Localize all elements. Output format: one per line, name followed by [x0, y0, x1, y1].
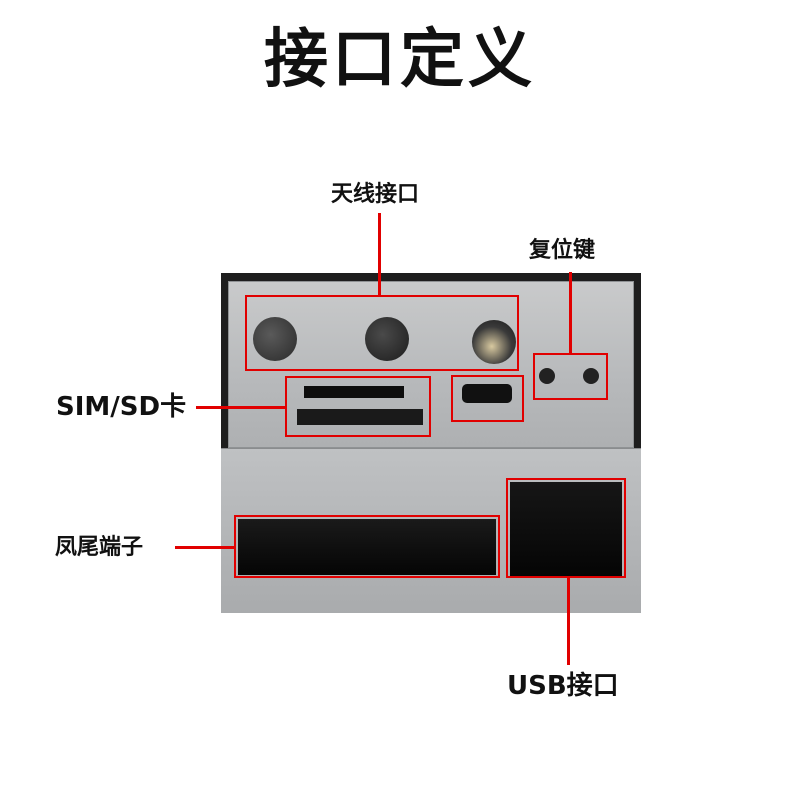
reset-label: 复位键 [529, 238, 596, 263]
phoenix-leader-line [175, 546, 234, 549]
antenna-leader-line [378, 213, 381, 295]
device-front-panel [228, 281, 634, 448]
antenna-label: 天线接口 [331, 182, 420, 207]
sim-slot [304, 386, 404, 398]
usb-label: USB接口 [507, 671, 619, 701]
antenna-port-2 [365, 317, 409, 361]
phoenix-callout-box [234, 515, 500, 578]
sd-slot [297, 409, 423, 425]
usb-callout-box [506, 478, 626, 578]
reset-leader-line [569, 272, 572, 353]
sim-sd-label: SIM/SD卡 [56, 392, 187, 422]
phoenix-label: 凤尾端子 [55, 535, 144, 560]
micro-usb-port [462, 384, 512, 403]
antenna-port-1 [253, 317, 297, 361]
page-title: 接口定义 [264, 23, 536, 97]
sim-sd-callout-box [285, 376, 431, 437]
usb-port [510, 482, 622, 576]
usb-leader-line [567, 578, 570, 665]
antenna-callout-box [245, 295, 519, 371]
reset-hole-1 [539, 368, 555, 384]
sim-sd-leader-line [196, 406, 285, 409]
reset-callout-box [533, 353, 608, 400]
antenna-port-3 [472, 320, 516, 364]
micro-usb-callout-box [451, 375, 524, 422]
reset-hole-2 [583, 368, 599, 384]
phoenix-terminal-port [238, 519, 496, 575]
